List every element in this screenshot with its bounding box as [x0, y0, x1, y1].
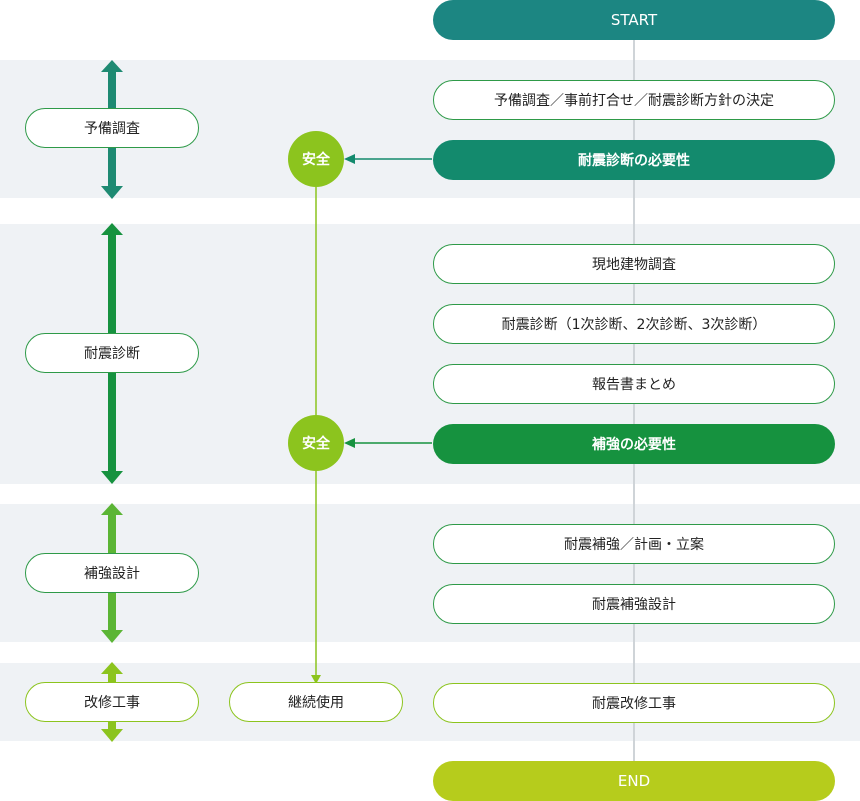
safe-node-2: 安全 — [288, 415, 344, 471]
start-node: START — [433, 0, 835, 40]
step-seismic-diagnosis: 耐震診断（1次診断、2次診断、3次診断） — [433, 304, 835, 344]
safe-node-1: 安全 — [288, 131, 344, 187]
step-retrofit-construction: 耐震改修工事 — [433, 683, 835, 723]
safe-branch-arrowhead-1 — [344, 154, 355, 164]
step-preliminary-survey: 予備調査／事前打合せ／耐震診断方針の決定 — [433, 80, 835, 120]
decision-reinforcement-needed: 補強の必要性 — [433, 424, 835, 464]
step-reinforcement-planning: 耐震補強／計画・立案 — [433, 524, 835, 564]
continued-use-node: 継続使用 — [229, 682, 403, 722]
phase-label-preliminary: 予備調査 — [25, 108, 199, 148]
phase-label-diagnosis: 耐震診断 — [25, 333, 199, 373]
safe-down-arrowhead — [311, 675, 321, 684]
phase-label-design: 補強設計 — [25, 553, 199, 593]
end-node: END — [433, 761, 835, 801]
step-site-survey: 現地建物調査 — [433, 244, 835, 284]
step-report: 報告書まとめ — [433, 364, 835, 404]
step-reinforcement-design: 耐震補強設計 — [433, 584, 835, 624]
safe-branch-arrowhead-2 — [344, 438, 355, 448]
decision-diagnosis-needed: 耐震診断の必要性 — [433, 140, 835, 180]
phase-label-construction: 改修工事 — [25, 682, 199, 722]
